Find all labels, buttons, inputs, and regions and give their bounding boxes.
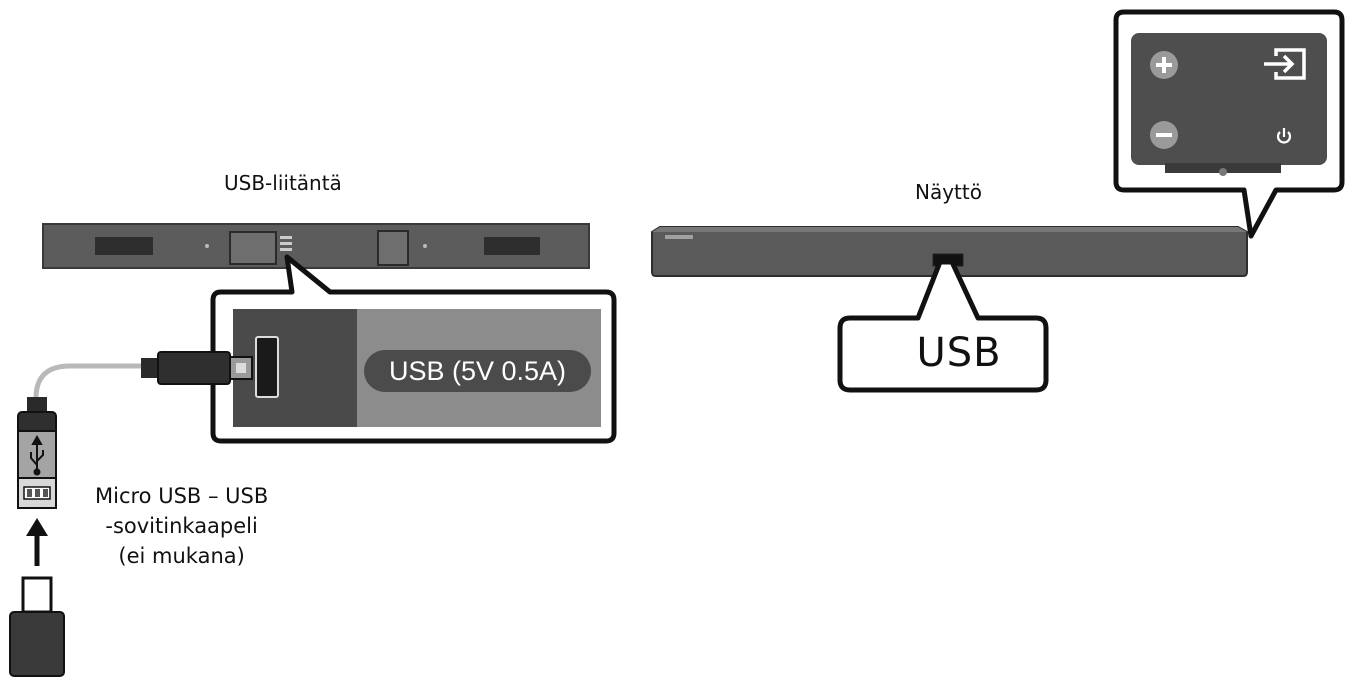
- usb-symbol-icon: [30, 434, 44, 476]
- cable-label-line3: (ei mukana): [118, 543, 245, 568]
- plus-icon: [1150, 51, 1178, 79]
- input-source-icon: [1264, 48, 1306, 80]
- micro-usb-plug: [9, 576, 65, 677]
- usb-front-callout: [837, 259, 1049, 393]
- top-panel-callout: [1113, 9, 1345, 239]
- usb-port-label: USB-liitäntä: [224, 171, 342, 195]
- arrow-up-icon: [26, 518, 48, 566]
- cable-label: Micro USB – USB -sovitinkaapeli (ei muka…: [95, 482, 268, 571]
- usb-a-adapter: [17, 397, 57, 509]
- usb-callout-text: USB: [916, 330, 1002, 376]
- usb-cable: [33, 351, 253, 399]
- soundbar-rear-view: [42, 223, 590, 269]
- power-icon: [1276, 128, 1292, 144]
- display-label: Näyttö: [915, 180, 982, 204]
- port-rating-badge: USB (5V 0.5A): [364, 350, 591, 392]
- cable-label-line1: Micro USB – USB: [95, 484, 269, 508]
- minus-icon: [1150, 121, 1178, 149]
- cable-label-line2: -sovitinkaapeli: [105, 513, 258, 538]
- usb-port-callout: [210, 254, 617, 444]
